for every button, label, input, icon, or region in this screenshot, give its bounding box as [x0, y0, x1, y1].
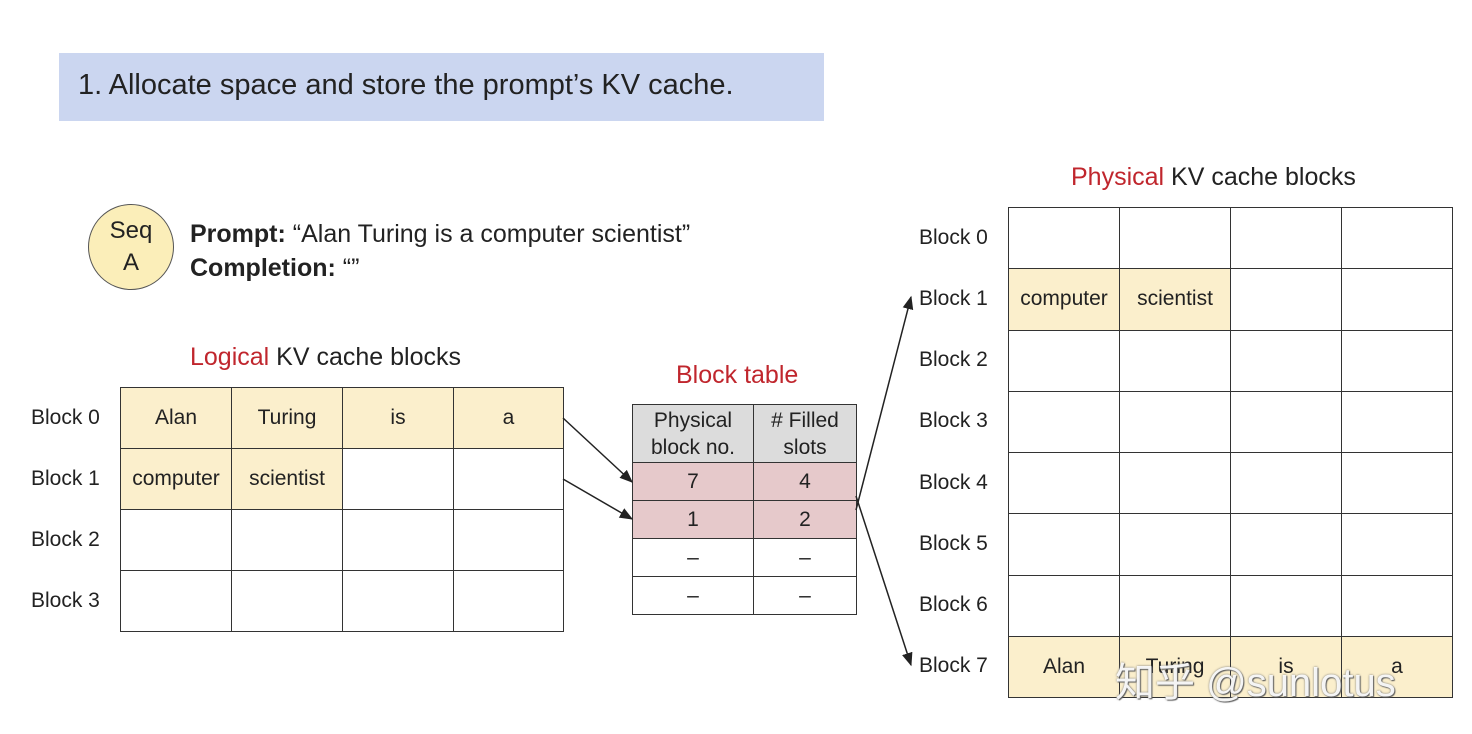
- physical-slot: a: [1341, 635, 1453, 699]
- physical-slot: [1341, 329, 1453, 392]
- logical-slot: [453, 509, 564, 571]
- physical-slot: [1341, 513, 1453, 576]
- block-table-row: ––: [632, 538, 857, 577]
- physical-row: [1008, 390, 1453, 454]
- filled-slots-count: 4: [753, 462, 857, 501]
- step-banner: 1. Allocate space and store the prompt’s…: [59, 53, 824, 121]
- physical-block-label: Block 5: [919, 531, 988, 555]
- logical-blocks-title: Logical KV cache blocks: [190, 343, 461, 372]
- physical-slot: [1341, 268, 1453, 331]
- physical-slot: [1341, 451, 1453, 515]
- sequence-badge-line1: Seq: [109, 217, 153, 244]
- physical-slot: [1008, 451, 1120, 515]
- logical-block-label: Block 2: [31, 527, 100, 551]
- logical-block-label: Block 3: [31, 588, 100, 612]
- logical-row: [120, 509, 564, 571]
- physical-blocks-title: Physical KV cache blocks: [1071, 163, 1356, 192]
- block-table-row: ––: [632, 576, 857, 615]
- physical-slot: [1008, 574, 1120, 637]
- physical-slot: [1341, 206, 1453, 270]
- physical-block-label: Block 7: [919, 654, 988, 678]
- physical-slot: [1119, 513, 1231, 576]
- physical-slot: computer: [1008, 268, 1120, 331]
- physical-title-rest: KV cache blocks: [1164, 163, 1356, 191]
- arrow-table-row1-to-physical1: [855, 295, 914, 511]
- physical-title-highlight: Physical: [1071, 163, 1165, 191]
- physical-slot: [1230, 451, 1342, 515]
- logical-slot: [342, 570, 454, 632]
- physical-slot: [1119, 390, 1231, 454]
- physical-slot: scientist: [1119, 268, 1231, 331]
- prompt-label: Prompt:: [190, 220, 286, 248]
- physical-slot: [1119, 451, 1231, 515]
- logical-slot: Turing: [231, 387, 343, 449]
- physical-block-label: Block 2: [919, 348, 988, 372]
- logical-title-highlight: Logical: [190, 343, 270, 371]
- completion-label: Completion:: [190, 254, 336, 282]
- physical-block-label: Block 3: [919, 409, 988, 433]
- physical-slot: [1230, 268, 1342, 331]
- completion-line: Completion: “”: [190, 254, 359, 283]
- arrow-logical1-to-table-row1: [562, 478, 634, 520]
- logical-block-label: Block 1: [31, 466, 100, 490]
- logical-slot: a: [453, 387, 564, 449]
- physical-row: [1008, 451, 1453, 515]
- sequence-badge-line2: A: [122, 249, 139, 276]
- physical-row: [1008, 206, 1453, 270]
- physical-slot: [1341, 574, 1453, 637]
- logical-slot: scientist: [231, 448, 343, 510]
- physical-slot: [1341, 390, 1453, 454]
- physical-block-label: Block 6: [919, 593, 988, 617]
- arrow-table-row0-to-physical7: [855, 495, 913, 667]
- logical-slot: [453, 570, 564, 632]
- physical-row: [1008, 513, 1453, 576]
- physical-block-label: Block 1: [919, 286, 988, 310]
- physical-slot: Alan: [1008, 635, 1120, 699]
- prompt-line: Prompt: “Alan Turing is a computer scien…: [190, 220, 690, 249]
- physical-slot: is: [1230, 635, 1342, 699]
- logical-slot: Alan: [120, 387, 232, 449]
- filled-slots-count: –: [753, 576, 857, 615]
- physical-block-number: 7: [632, 462, 754, 501]
- sequence-badge: Seq A: [88, 204, 174, 290]
- watermark: 知乎 @sunlotus: [1115, 661, 1396, 705]
- physical-block-label: Block 4: [919, 470, 988, 494]
- logical-block-label: Block 0: [31, 405, 100, 429]
- physical-slot: [1230, 390, 1342, 454]
- block-table-title: Block table: [676, 361, 799, 389]
- logical-title-rest: KV cache blocks: [269, 343, 461, 371]
- physical-block-label: Block 0: [919, 225, 988, 249]
- filled-slots-count: 2: [753, 500, 857, 539]
- completion-text: “”: [335, 254, 360, 282]
- physical-row: [1008, 574, 1453, 637]
- prompt-text: “Alan Turing is a computer scientist”: [285, 220, 691, 248]
- logical-slot: [231, 570, 343, 632]
- arrow-logical0-to-table-row0: [562, 417, 633, 483]
- physical-slot: [1008, 513, 1120, 576]
- physical-slot: Turing: [1119, 635, 1231, 699]
- physical-slot: [1230, 206, 1342, 270]
- physical-block-number: –: [632, 576, 754, 615]
- logical-slot: [120, 570, 232, 632]
- logical-row: [120, 570, 564, 632]
- step-title: 1. Allocate space and store the prompt’s…: [78, 69, 734, 101]
- logical-slot: [342, 509, 454, 571]
- physical-slot: [1008, 206, 1120, 270]
- physical-slot: [1119, 329, 1231, 392]
- filled-slots-count: –: [753, 538, 857, 577]
- physical-slot: [1008, 390, 1120, 454]
